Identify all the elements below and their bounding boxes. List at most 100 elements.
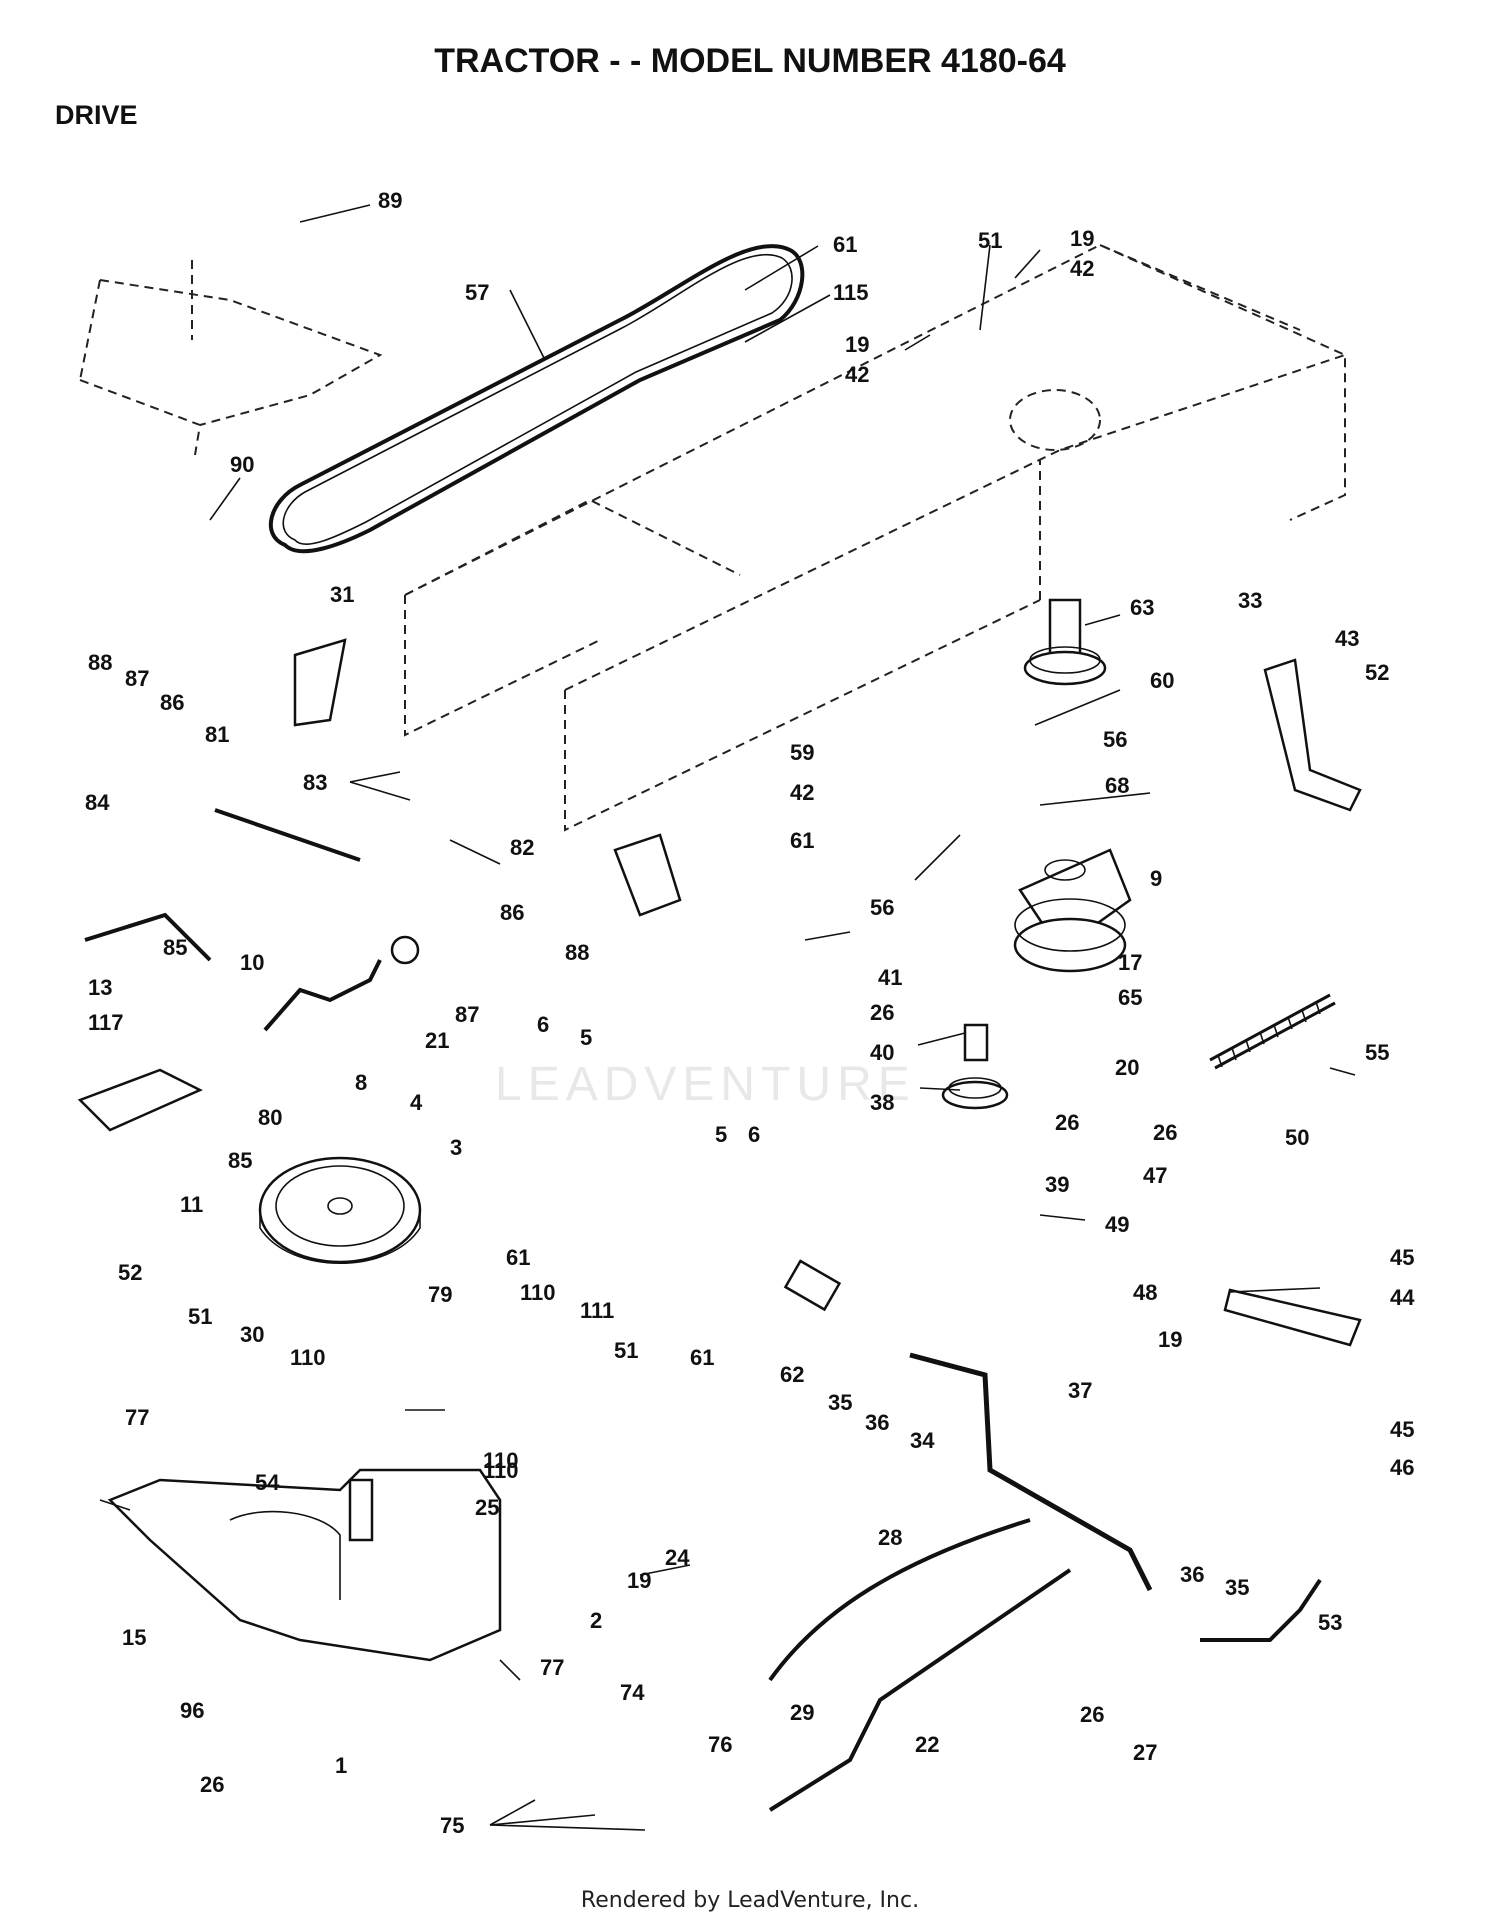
callout-6a: 6 <box>537 1012 549 1037</box>
callout-61c: 61 <box>506 1245 530 1270</box>
transaxle-pulley <box>258 1156 422 1264</box>
callout-44: 44 <box>1390 1285 1415 1310</box>
callout-61b: 61 <box>790 828 814 853</box>
callout-90: 90 <box>230 452 254 477</box>
transaxle <box>99 1468 521 1681</box>
callout-31: 31 <box>330 582 354 607</box>
callout-52b: 52 <box>118 1260 142 1285</box>
callout-38: 38 <box>870 1090 894 1115</box>
callout-15: 15 <box>122 1625 146 1650</box>
callout-45b: 45 <box>1390 1417 1414 1442</box>
callout-59: 59 <box>790 740 814 765</box>
callout-9: 9 <box>1150 866 1162 891</box>
callout-46: 46 <box>1390 1455 1414 1480</box>
callout-85a: 85 <box>163 935 187 960</box>
callout-57: 57 <box>465 280 489 305</box>
callout-88b: 88 <box>565 940 589 965</box>
callout-42a: 42 <box>1070 256 1094 281</box>
callout-2: 2 <box>590 1608 602 1633</box>
callout-40: 40 <box>870 1040 894 1065</box>
callout-65: 65 <box>1118 985 1142 1010</box>
callout-8: 8 <box>355 1070 367 1095</box>
callout-110b: 110 <box>290 1345 326 1370</box>
callout-34: 34 <box>910 1428 935 1453</box>
callout-51a: 51 <box>188 1304 212 1329</box>
callout-86b: 86 <box>500 900 524 925</box>
callout-19b: 19 <box>845 332 869 357</box>
page-title: TRACTOR - - MODEL NUMBER 4180-64 <box>434 42 1066 80</box>
callout-19c: 19 <box>1158 1327 1182 1352</box>
callout-79: 79 <box>428 1282 452 1307</box>
callout-76: 76 <box>708 1732 732 1757</box>
callout-56b: 56 <box>870 895 894 920</box>
callout-11: 11 <box>180 1192 203 1217</box>
callout-56a: 56 <box>1103 727 1127 752</box>
callout-29: 29 <box>790 1700 814 1725</box>
control-shaft <box>84 808 420 1032</box>
callout-42b: 42 <box>845 362 869 387</box>
callout-63: 63 <box>1130 595 1154 620</box>
callout-87b: 87 <box>455 1002 479 1027</box>
callout-110c: 110 <box>483 1458 519 1483</box>
frame-drawing <box>404 243 1346 832</box>
callout-52a: 52 <box>1365 660 1389 685</box>
callout-60: 60 <box>1150 668 1174 693</box>
callout-42c: 42 <box>790 780 814 805</box>
brackets <box>77 638 1362 1347</box>
callout-89: 89 <box>378 188 402 213</box>
callout-labels: 89 61 115 57 51 19 42 19 42 90 31 63 33 … <box>85 188 1415 1838</box>
callout-41: 41 <box>878 965 902 990</box>
callout-77b: 77 <box>540 1655 564 1680</box>
callout-88a: 88 <box>88 650 112 675</box>
extension-spring <box>1209 993 1336 1070</box>
callout-51: 51 <box>978 228 1002 253</box>
callout-36a: 36 <box>865 1410 889 1435</box>
callout-68: 68 <box>1105 773 1129 798</box>
callout-50: 50 <box>1285 1125 1309 1150</box>
callout-111: 111 <box>580 1298 614 1323</box>
callout-47: 47 <box>1143 1163 1167 1188</box>
watermark-text: LEADVENTURE <box>495 1058 916 1111</box>
callout-77a: 77 <box>125 1405 149 1430</box>
callout-54: 54 <box>255 1470 280 1495</box>
callout-3: 3 <box>450 1135 462 1160</box>
callout-61d: 61 <box>690 1345 714 1370</box>
callout-37: 37 <box>1068 1378 1092 1403</box>
callout-22: 22 <box>915 1732 939 1757</box>
callout-36b: 36 <box>1180 1562 1204 1587</box>
callout-45a: 45 <box>1390 1245 1414 1270</box>
callout-55: 55 <box>1365 1040 1389 1065</box>
callout-115: 115 <box>833 280 869 305</box>
idler-pulley-63 <box>1023 598 1107 686</box>
section-title: DRIVE <box>55 100 138 130</box>
electric-clutch <box>1013 848 1132 973</box>
callout-6b: 6 <box>748 1122 760 1147</box>
callout-53: 53 <box>1318 1610 1342 1635</box>
callout-25: 25 <box>475 1495 499 1520</box>
callout-24: 24 <box>665 1545 690 1570</box>
leader-lines <box>209 204 1356 1831</box>
callout-26c: 26 <box>1153 1120 1177 1145</box>
callout-19a: 19 <box>1070 226 1094 251</box>
callout-83: 83 <box>303 770 327 795</box>
callout-26e: 26 <box>200 1772 224 1797</box>
callout-49: 49 <box>1105 1212 1129 1237</box>
callout-87a: 87 <box>125 666 149 691</box>
idler-pulley-38 <box>941 1023 1009 1110</box>
callout-80: 80 <box>258 1105 282 1130</box>
callout-26a: 26 <box>870 1000 894 1025</box>
callout-28: 28 <box>878 1525 902 1550</box>
callout-35a: 35 <box>828 1390 852 1415</box>
callout-74: 74 <box>620 1680 645 1705</box>
callout-85b: 85 <box>228 1148 252 1173</box>
callout-86a: 86 <box>160 690 184 715</box>
callout-82: 82 <box>510 835 534 860</box>
callout-30: 30 <box>240 1322 264 1347</box>
callout-117: 117 <box>88 1010 124 1035</box>
drive-belt <box>268 244 805 554</box>
callout-5a: 5 <box>580 1025 592 1050</box>
callout-75: 75 <box>440 1813 464 1838</box>
footer-credit: Rendered by LeadVenture, Inc. <box>580 1888 920 1913</box>
callout-10: 10 <box>240 950 264 975</box>
